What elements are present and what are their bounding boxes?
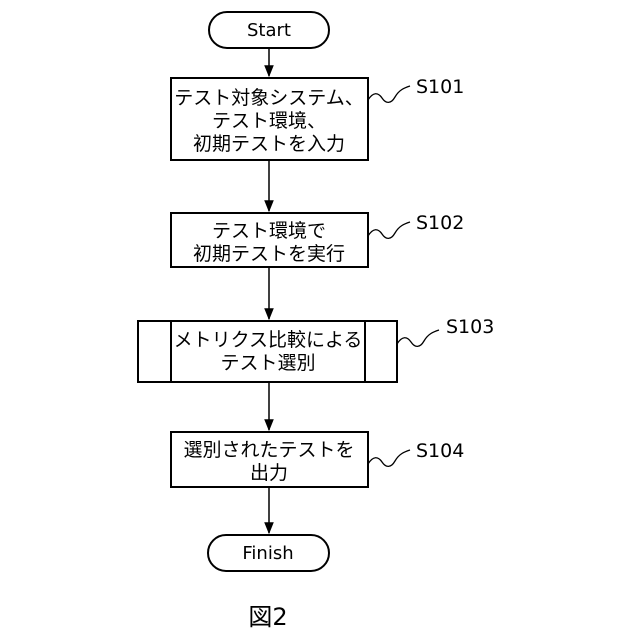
- step-s102-id: S102: [416, 212, 464, 234]
- figure-caption: 図2: [248, 603, 287, 631]
- finish-terminator: Finish: [208, 535, 329, 571]
- start-label: Start: [247, 20, 291, 41]
- leader-s103: [397, 330, 439, 346]
- step-s101-line-1: テスト対象システム、: [174, 87, 363, 109]
- step-s104-line-1: 選別されたテストを: [183, 439, 354, 461]
- step-s103-line-1: メトリクス比較による: [174, 329, 363, 351]
- step-s101-id: S101: [416, 76, 464, 98]
- step-s102-line-1: テスト環境で: [212, 220, 326, 242]
- step-s104-line-2: 出力: [250, 462, 288, 484]
- leader-s102: [368, 222, 410, 238]
- step-s102-line-2: 初期テストを実行: [193, 243, 345, 265]
- step-s101-box: テスト対象システム、 テスト環境、 初期テストを入力: [171, 78, 368, 160]
- step-s102-box: テスト環境で 初期テストを実行: [171, 213, 368, 267]
- step-s103-box: メトリクス比較による テスト選別: [138, 321, 397, 382]
- leader-s104: [368, 450, 410, 466]
- step-s101-line-2: テスト環境、: [212, 110, 326, 132]
- step-s104-box: 選別されたテストを 出力: [171, 432, 368, 487]
- step-s103-line-2: テスト選別: [220, 352, 315, 374]
- start-terminator: Start: [209, 12, 329, 48]
- step-s103-id: S103: [446, 316, 494, 338]
- step-s104-id: S104: [416, 440, 464, 462]
- finish-label: Finish: [242, 543, 293, 564]
- step-s101-line-3: 初期テストを入力: [193, 133, 345, 155]
- leader-s101: [368, 86, 410, 102]
